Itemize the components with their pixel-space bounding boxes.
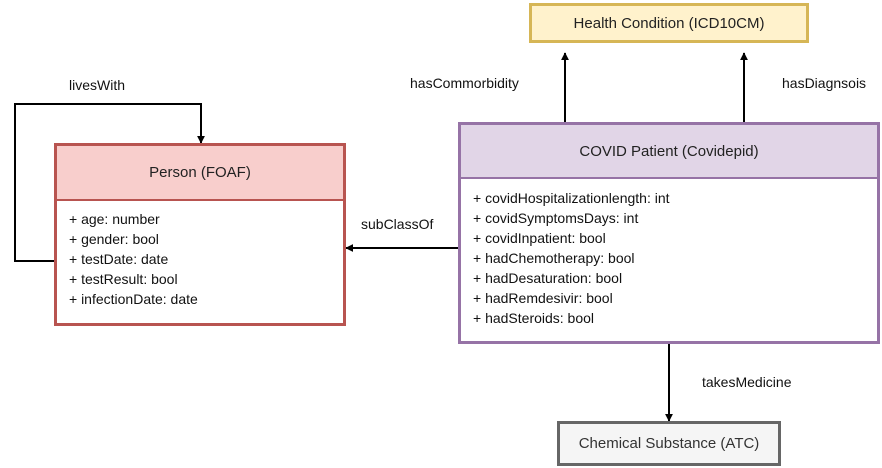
attribute-row: + covidInpatient: bool <box>473 230 606 246</box>
sub-class-of-label: subClassOf <box>361 216 434 232</box>
health-condition-node[interactable]: Health Condition (ICD10CM) <box>529 3 809 43</box>
has-commorbidity-label: hasCommorbidity <box>410 75 519 91</box>
attribute-row: + hadRemdesivir: bool <box>473 290 613 306</box>
person-attributes: + age: number + gender: bool + testDate:… <box>57 201 343 309</box>
lives-with-label: livesWith <box>69 77 126 93</box>
person-class-node[interactable]: Person (FOAF) + age: number + gender: bo… <box>54 143 346 326</box>
attribute-row: + covidSymptomsDays: int <box>473 210 639 226</box>
covid-patient-class-title: COVID Patient (Covidepid) <box>579 142 759 160</box>
attribute-row: + gender: bool <box>69 231 159 247</box>
lives-with-edge <box>14 103 205 262</box>
has-diagnosis-label: hasDiagnsois <box>782 75 867 91</box>
person-class-header: Person (FOAF) <box>57 146 343 201</box>
covid-patient-attributes: + covidHospitalizationlength: int + covi… <box>461 179 877 328</box>
attribute-row: + hadChemotherapy: bool <box>473 250 635 266</box>
attribute-row: + testDate: date <box>69 251 169 267</box>
health-condition-title: Health Condition (ICD10CM) <box>573 14 765 32</box>
covid-patient-class-header: COVID Patient (Covidepid) <box>461 125 877 179</box>
attribute-row: + covidHospitalizationlength: int <box>473 190 670 206</box>
attribute-row: + testResult: bool <box>69 271 178 287</box>
takes-medicine-label: takesMedicine <box>702 374 792 390</box>
chemical-substance-node[interactable]: Chemical Substance (ATC) <box>557 421 781 466</box>
chemical-substance-title: Chemical Substance (ATC) <box>578 435 760 452</box>
attribute-row: + hadDesaturation: bool <box>473 270 623 286</box>
attribute-row: + age: number <box>69 211 160 227</box>
attribute-row: + hadSteroids: bool <box>473 310 595 326</box>
covid-patient-class-node[interactable]: COVID Patient (Covidepid) + covidHospita… <box>458 122 880 344</box>
attribute-row: + infectionDate: date <box>69 291 198 307</box>
person-class-title: Person (FOAF) <box>149 164 251 181</box>
